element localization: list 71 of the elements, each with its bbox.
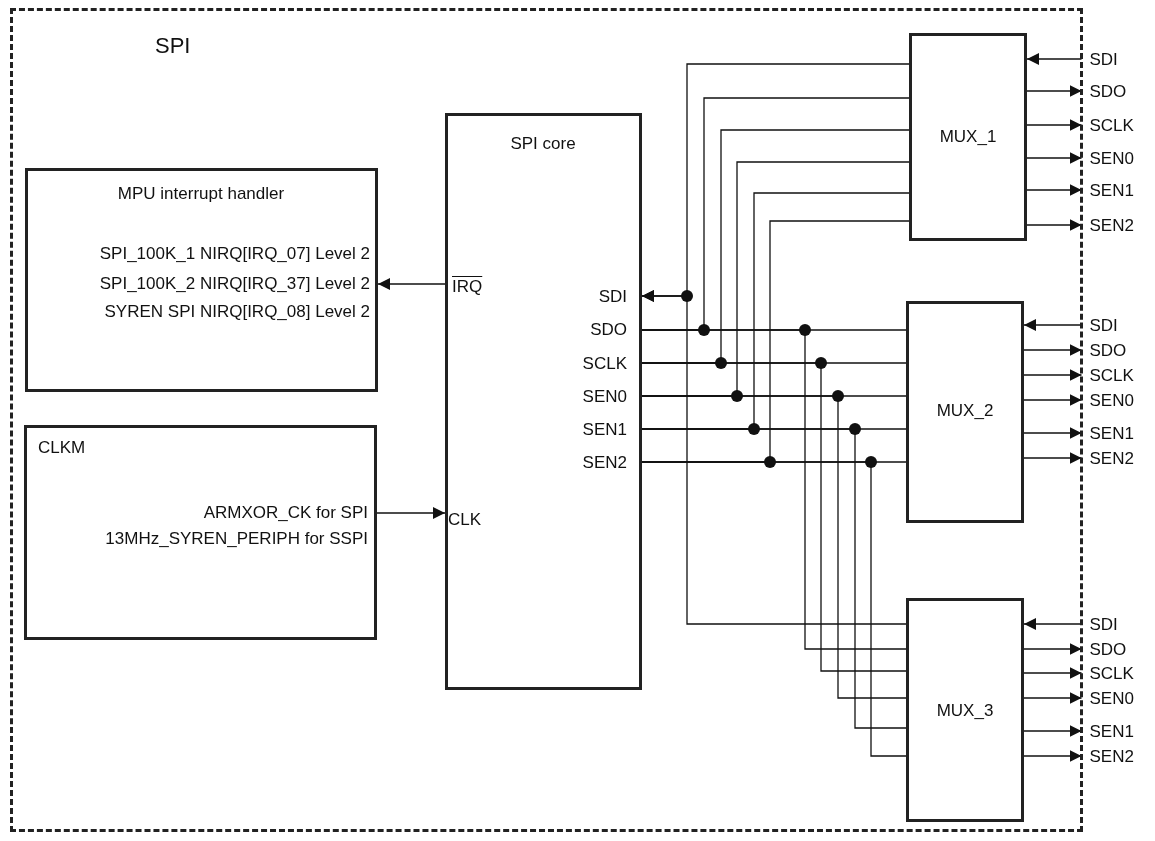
signal-line [376, 507, 446, 519]
signal-label: SEN1 [1089, 182, 1134, 199]
core-block [445, 113, 642, 690]
pin-label: SDI [598, 288, 627, 305]
signal-line [1023, 319, 1083, 331]
signal-label: SEN0 [1089, 150, 1134, 167]
signal-line [1023, 750, 1083, 762]
interrupt-entry: SPI_100K_2 NIRQ[IRQ_37] Level 2 [99, 275, 370, 292]
block-title: MUX_3 [936, 702, 994, 719]
signal-line [1026, 119, 1083, 131]
pin-label: CLK [448, 511, 482, 528]
signal-line [641, 362, 907, 672]
signal-line [1023, 369, 1083, 381]
block-title: SPI [155, 35, 191, 57]
pin-label: IRQ [452, 278, 483, 295]
signal-label: SEN0 [1089, 392, 1134, 409]
signal-line [1023, 643, 1083, 655]
block-title: MUX_2 [936, 402, 994, 419]
signal-label: SEN2 [1089, 217, 1134, 234]
signal-line [1023, 427, 1083, 439]
signal-label: SEN2 [1089, 450, 1134, 467]
interrupt-entry: SYREN SPI NIRQ[IRQ_08] Level 2 [104, 303, 370, 320]
block-title: MPU interrupt handler [117, 185, 285, 202]
signal-line [377, 278, 446, 290]
signal-label: SDI [1089, 317, 1118, 334]
signal-line [1023, 667, 1083, 679]
signal-line [641, 461, 907, 757]
signal-label: SCLK [1089, 665, 1134, 682]
pin-label: SDO [590, 321, 627, 338]
signal-line [1026, 184, 1083, 196]
mux-block [906, 301, 1024, 523]
mux-block [906, 598, 1024, 822]
signal-label: SCLK [1089, 117, 1134, 134]
signal-line [1026, 53, 1083, 65]
signal-label: SDO [1089, 342, 1127, 359]
signal-line [641, 395, 907, 699]
signal-label: SEN0 [1089, 690, 1134, 707]
signal-line [1026, 85, 1083, 97]
signal-line [641, 290, 907, 625]
signal-line [1023, 725, 1083, 737]
signal-label: SCLK [1089, 367, 1134, 384]
signal-label: SDI [1089, 51, 1118, 68]
signal-line [641, 329, 907, 650]
subsystem-boundary [10, 8, 1083, 832]
signal-label: SEN1 [1089, 723, 1134, 740]
mux-block [909, 33, 1027, 241]
signal-label: SDO [1089, 83, 1127, 100]
pin-label: SCLK [582, 355, 627, 372]
signal-label: SEN2 [1089, 748, 1134, 765]
signal-line [1026, 152, 1083, 164]
signal-line [1023, 344, 1083, 356]
block-title: MUX_1 [939, 128, 997, 145]
pin-label: SEN0 [582, 388, 627, 405]
pin-label: SEN1 [582, 421, 627, 438]
signal-label: SDO [1089, 641, 1127, 658]
signal-line [1023, 394, 1083, 406]
signal-line [1023, 452, 1083, 464]
interrupt-entry: SPI_100K_1 NIRQ[IRQ_07] Level 2 [99, 245, 370, 262]
block-title: CLKM [38, 439, 86, 456]
clock-source: 13MHz_SYREN_PERIPH for SSPI [105, 530, 368, 547]
signal-line [1023, 692, 1083, 704]
block-title: SPI core [510, 135, 576, 152]
signal-line [1023, 618, 1083, 630]
signal-label: SEN1 [1089, 425, 1134, 442]
clock-block [24, 425, 377, 640]
pin-label: SEN2 [582, 454, 627, 471]
signal-label: SDI [1089, 616, 1118, 633]
handler-block [25, 168, 378, 392]
clock-source: ARMXOR_CK for SPI [203, 504, 368, 521]
signal-line [1026, 219, 1083, 231]
signal-line [641, 428, 907, 729]
